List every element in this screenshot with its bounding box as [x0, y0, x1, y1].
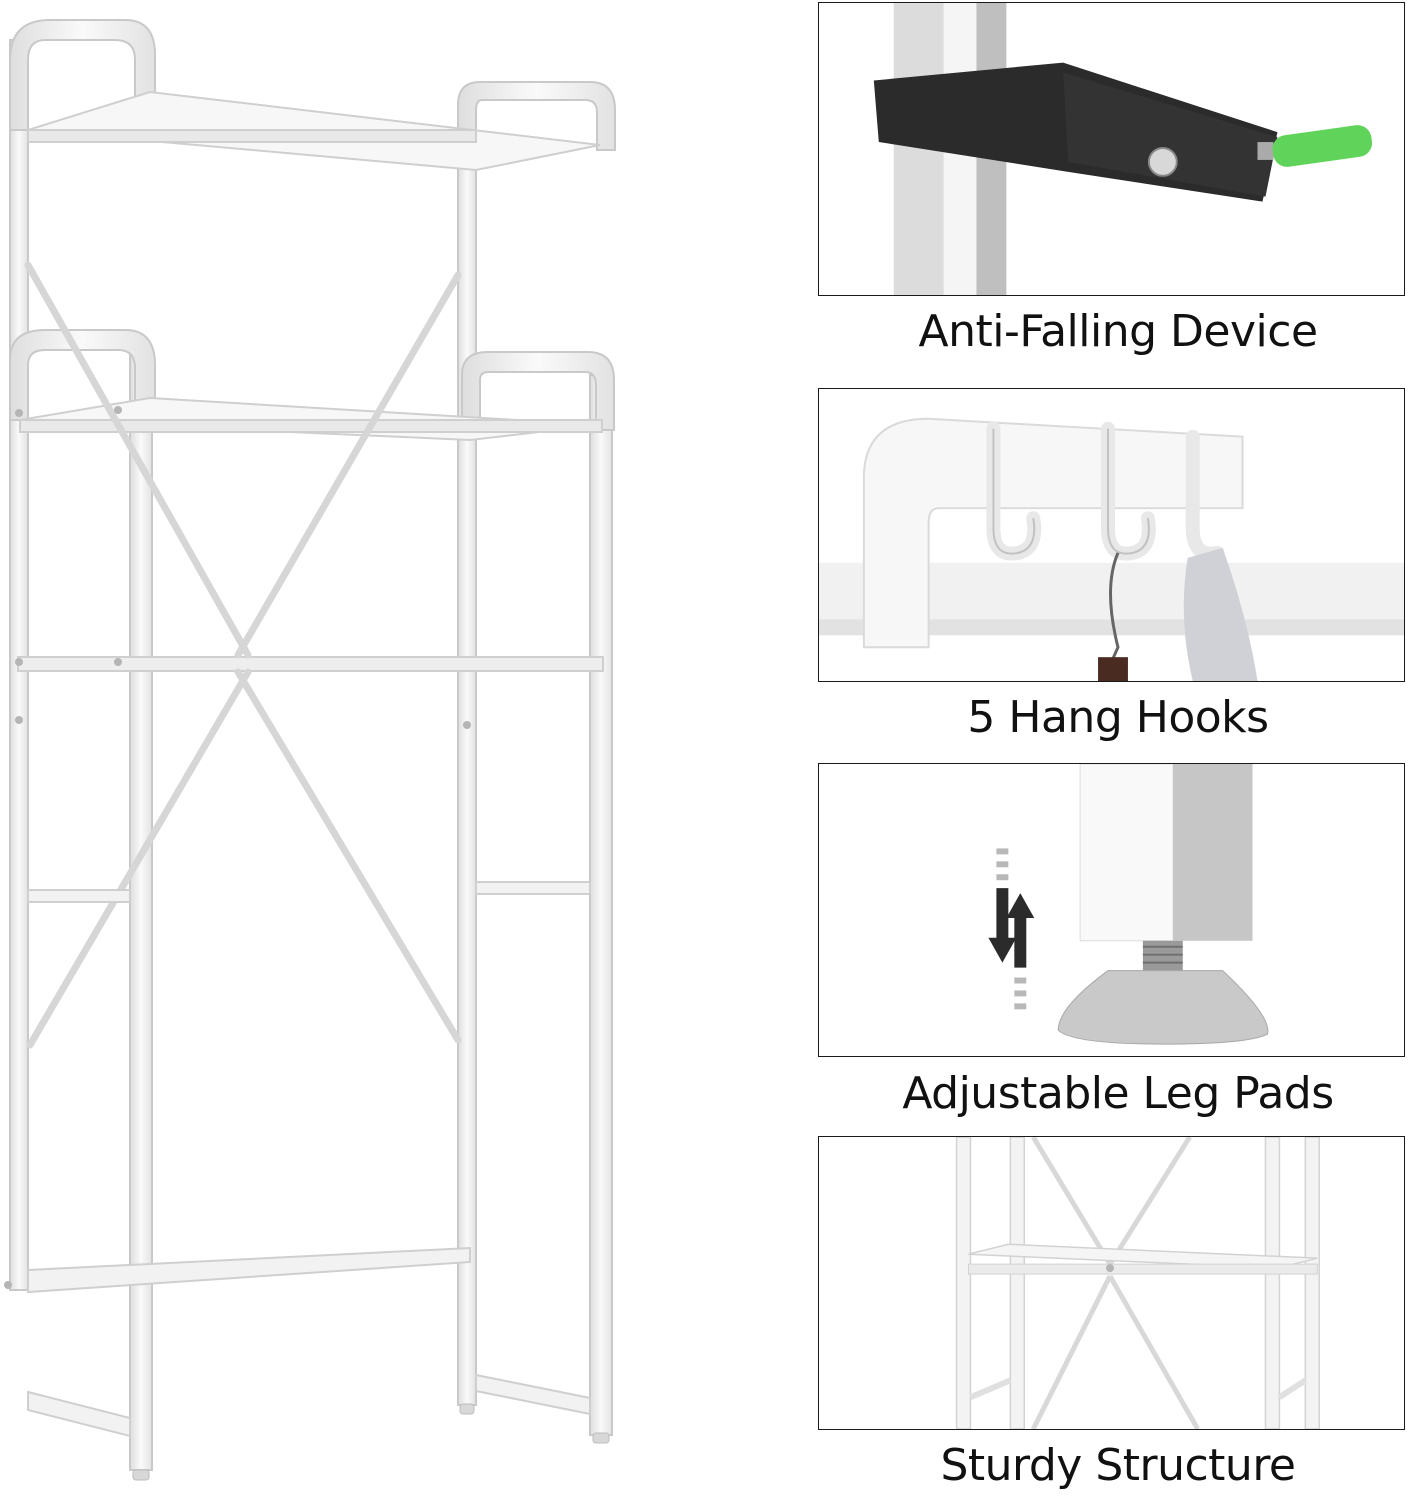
leg-pad-icon [988, 764, 1269, 1045]
caption-anti-falling: Anti-Falling Device [918, 306, 1318, 357]
caption-hang-hooks: 5 Hang Hooks [967, 692, 1269, 743]
anti-falling-panel [818, 2, 1405, 296]
hang-hooks-panel [818, 388, 1405, 682]
leg-pads-panel [818, 763, 1405, 1057]
frame-structure-icon [955, 1137, 1321, 1429]
caption-leg-pads: Adjustable Leg Pads [902, 1068, 1334, 1119]
rack-drawing [4, 19, 616, 1481]
sturdy-structure-panel [818, 1136, 1405, 1430]
hang-hooks-icon [819, 417, 1404, 681]
anti-falling-strap-icon [873, 3, 1373, 295]
caption-sturdy-structure: Sturdy Structure [940, 1440, 1296, 1491]
rack-illustration [0, 0, 640, 1500]
